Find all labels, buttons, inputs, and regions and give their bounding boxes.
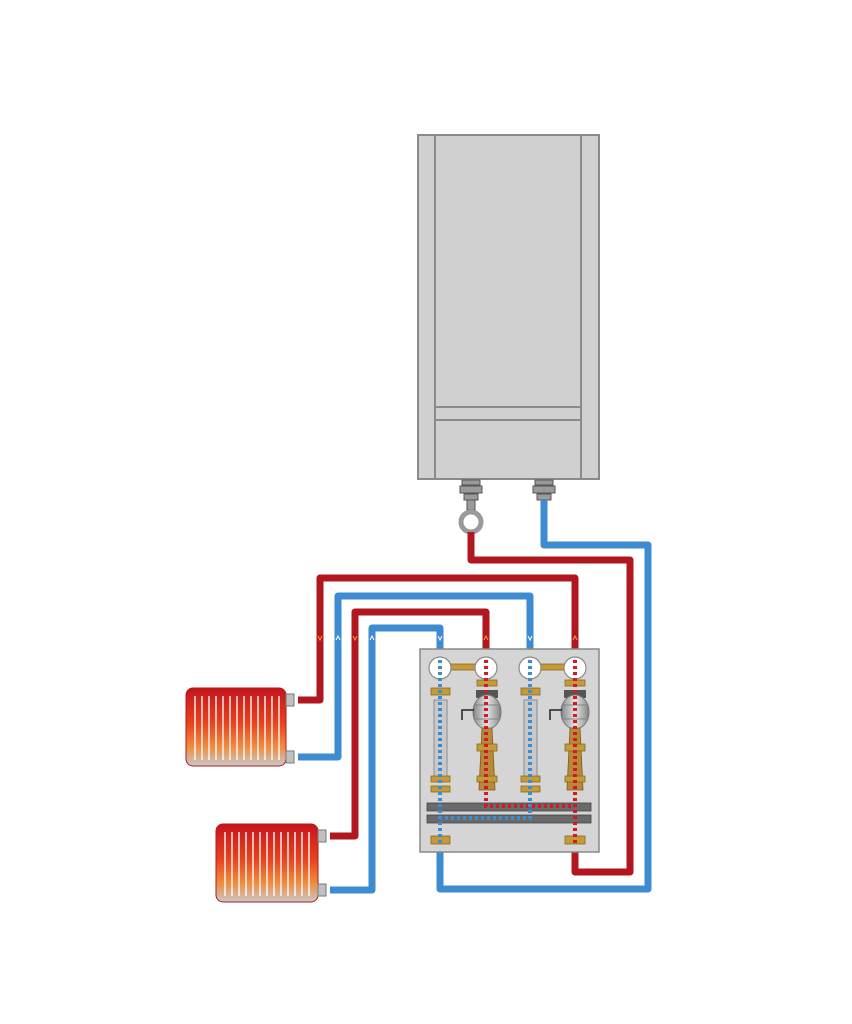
radiator-fins xyxy=(224,832,310,896)
circuit1-return-pipe xyxy=(298,592,534,761)
radiator-valve-icon xyxy=(317,829,327,843)
pump-circuit1 xyxy=(549,690,590,791)
arrow-down-icon xyxy=(352,635,358,642)
internal-flow-circuit2 xyxy=(484,660,575,808)
arrow-down-icon xyxy=(527,635,533,642)
internal-return-right xyxy=(440,660,532,820)
valve-ring-icon xyxy=(458,509,484,535)
arrow-up-icon xyxy=(572,634,578,641)
circuit1-flow-pipe xyxy=(298,574,579,704)
boiler-return-fitting xyxy=(532,479,556,501)
pump-circuit2 xyxy=(461,690,502,791)
arrow-down-icon xyxy=(317,635,323,642)
circuit2-return-pipe xyxy=(330,624,444,894)
manifold-lower xyxy=(426,814,592,824)
cable-icon xyxy=(549,709,562,720)
boiler-flow-pipe xyxy=(467,532,634,876)
radiator-valve-icon xyxy=(317,883,327,897)
radiator-valve-icon xyxy=(285,750,295,764)
radiator-fins xyxy=(194,696,280,760)
boiler-flow-fitting xyxy=(458,479,484,535)
boiler-return-pipe xyxy=(436,500,652,893)
arrow-up-icon xyxy=(335,634,341,641)
hydraulic-station xyxy=(419,648,600,853)
arrow-down-icon xyxy=(437,635,443,642)
radiator-1 xyxy=(185,687,295,767)
radiator-valve-icon xyxy=(285,693,295,707)
cable-icon xyxy=(461,709,474,720)
radiator-2 xyxy=(215,823,327,903)
arrow-up-icon xyxy=(483,634,489,641)
flow-arrows xyxy=(317,634,578,642)
arrow-up-icon xyxy=(369,634,375,641)
boiler xyxy=(417,134,600,480)
circuit2-flow-pipe xyxy=(330,608,490,840)
